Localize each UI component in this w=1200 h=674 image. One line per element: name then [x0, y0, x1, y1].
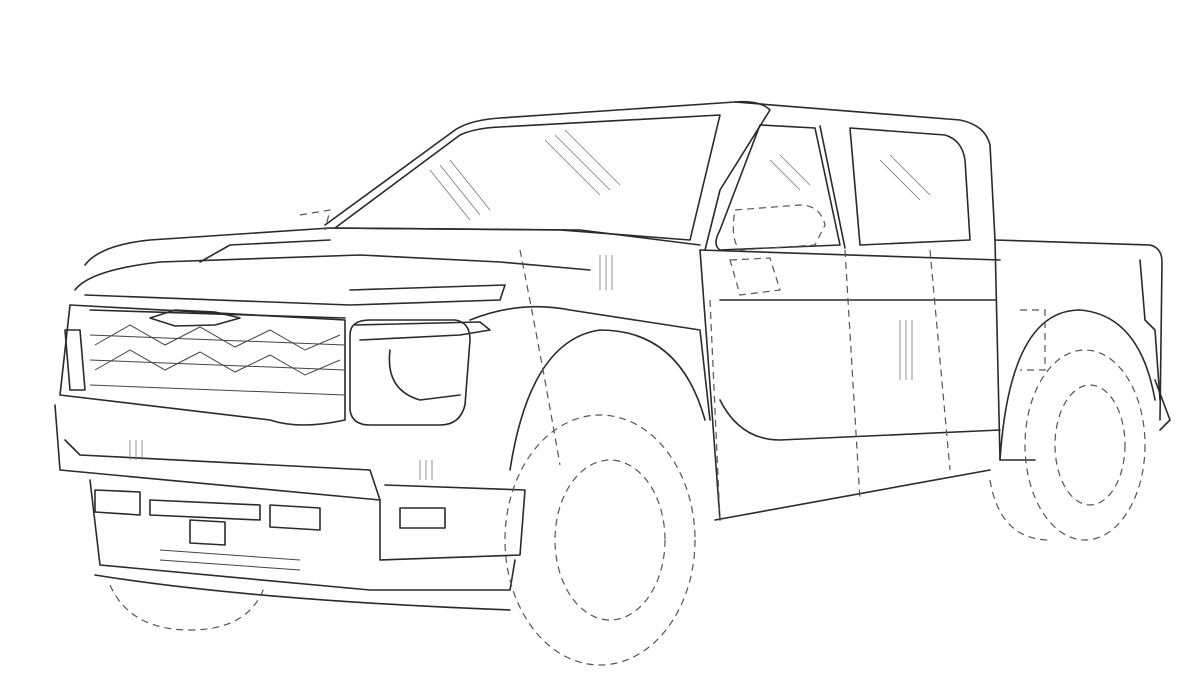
wheels-dashed [109, 209, 1146, 666]
shading-hatches [129, 129, 931, 480]
truck-body-outline [54, 100, 1171, 611]
